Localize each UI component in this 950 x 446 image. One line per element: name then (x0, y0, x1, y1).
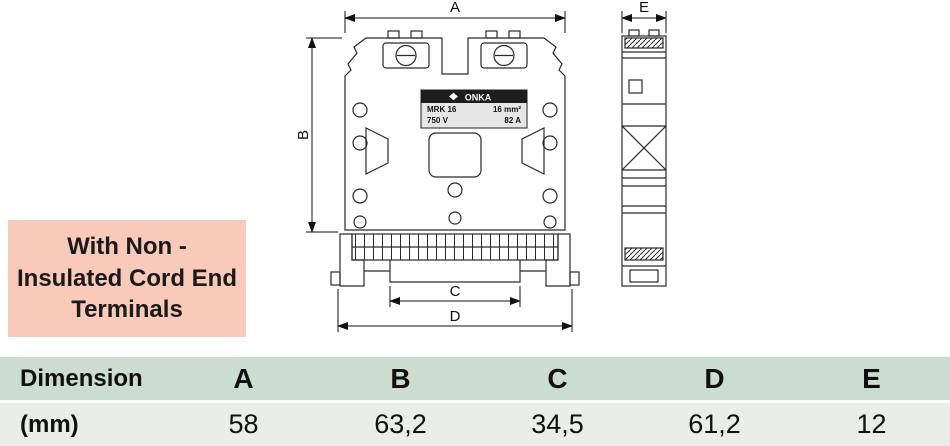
side-top-tab (628, 29, 640, 37)
side-top-tab (648, 29, 660, 37)
table-header-row: Dimension A B C D E (0, 357, 950, 400)
dimension-annotations (306, 11, 667, 332)
table-value-a: 58 (165, 403, 322, 446)
front-body-outline (344, 37, 566, 231)
table-header-dimension: Dimension (0, 357, 165, 400)
marking-brand-band (421, 90, 527, 103)
marking-brand: ONKA (465, 93, 492, 103)
left-foot (339, 233, 365, 287)
table-values-row: (mm) 58 63,2 34,5 61,2 12 (0, 403, 950, 446)
marking-label: ONKA MRK 16 16 mm² 750 V 82 A (420, 89, 528, 129)
table-header-a: A (165, 357, 322, 400)
dimension-labels: A B C D E (295, 0, 649, 325)
technical-drawing: ONKA MRK 16 16 mm² 750 V 82 A (295, 0, 667, 332)
note-line-3: Terminals (71, 296, 183, 324)
marking-model: MRK 16 (427, 105, 457, 114)
side-hatched-cap (624, 37, 664, 49)
side-foot-block (629, 269, 659, 283)
note-line-2: Insulated Cord End (16, 264, 237, 292)
onka-logo-diamond (449, 92, 458, 101)
table-value-e: 12 (793, 403, 950, 446)
side-body-outline (621, 35, 667, 287)
center-window (428, 132, 482, 178)
hole (542, 188, 558, 204)
table-header-b: B (322, 357, 479, 400)
hole (542, 135, 558, 151)
table-value-d: 61,2 (636, 403, 793, 446)
screw-bump (387, 30, 400, 39)
note-line-1: With Non - (67, 232, 187, 260)
side-window (628, 79, 643, 94)
right-hook (569, 271, 580, 286)
dimension-a-label: A (450, 0, 460, 16)
left-funnel (365, 127, 389, 175)
table-header-c: C (479, 357, 636, 400)
marking-voltage: 750 V (427, 116, 449, 125)
hole (542, 102, 558, 118)
table-header-d: D (636, 357, 793, 400)
table-value-c: 34,5 (479, 403, 636, 446)
right-foot (545, 233, 571, 287)
side-view (621, 29, 667, 287)
right-funnel (521, 127, 545, 175)
hole (448, 211, 462, 225)
left-hook (330, 271, 341, 286)
hole (353, 215, 367, 229)
screw-bump (485, 30, 498, 39)
front-view (330, 30, 580, 287)
hole (352, 102, 368, 118)
left-clamp (382, 42, 430, 69)
marking-cross-section: 16 mm² (493, 105, 521, 114)
hole (352, 188, 368, 204)
right-clamp (480, 42, 528, 69)
dimension-b-label: B (295, 130, 312, 140)
dimension-c-label: C (450, 283, 461, 300)
table-header-mm: (mm) (0, 403, 165, 446)
note-box: With Non - Insulated Cord End Terminals (8, 220, 246, 337)
hole (352, 135, 368, 151)
dimension-d-label: D (450, 308, 461, 325)
hole (543, 215, 557, 229)
screw-bump (508, 30, 521, 39)
screw-bump (410, 30, 423, 39)
table-header-e: E (793, 357, 950, 400)
left-screw (395, 44, 417, 67)
dimensions-table: Dimension A B C D E (mm) 58 63,2 34,5 61… (0, 357, 950, 446)
right-screw (493, 44, 515, 67)
dimension-e-label: E (639, 0, 649, 16)
table-value-b: 63,2 (322, 403, 479, 446)
rail-slot (389, 260, 521, 283)
marking-current: 82 A (504, 116, 521, 125)
side-hatched-band (624, 247, 664, 261)
hole (447, 182, 463, 198)
